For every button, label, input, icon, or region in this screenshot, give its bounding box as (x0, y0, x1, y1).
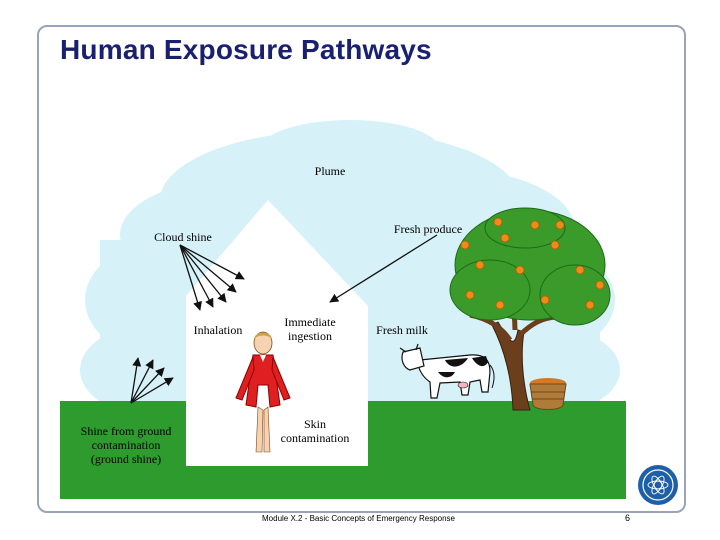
cloud-shine-arrows (179, 244, 245, 311)
food-pathway-arrows (329, 234, 438, 303)
slide-title: Human Exposure Pathways (60, 34, 432, 65)
label-plume: Plume (314, 164, 346, 178)
label-ground-shine: Shine from ground contamination (ground … (80, 424, 172, 466)
label-inhalation: Inhalation (193, 323, 243, 337)
label-skin-contamination: Skin contamination (280, 417, 350, 445)
cow-icon (399, 343, 495, 399)
tree-icon (449, 207, 611, 411)
label-fresh-produce: Fresh produce (393, 222, 463, 236)
ground-shine-arrows (130, 357, 174, 404)
footer-module-text: Module X.2 - Basic Concepts of Emergency… (262, 514, 455, 523)
label-immediate-ingestion: Immediate ingestion (284, 315, 336, 343)
un-logo-icon (638, 465, 678, 505)
label-cloud-shine: Cloud shine (154, 230, 212, 244)
person-icon (235, 331, 291, 453)
house (186, 200, 368, 466)
basket-icon (529, 378, 567, 410)
page-number: 6 (625, 513, 631, 523)
label-fresh-milk: Fresh milk (376, 323, 428, 337)
